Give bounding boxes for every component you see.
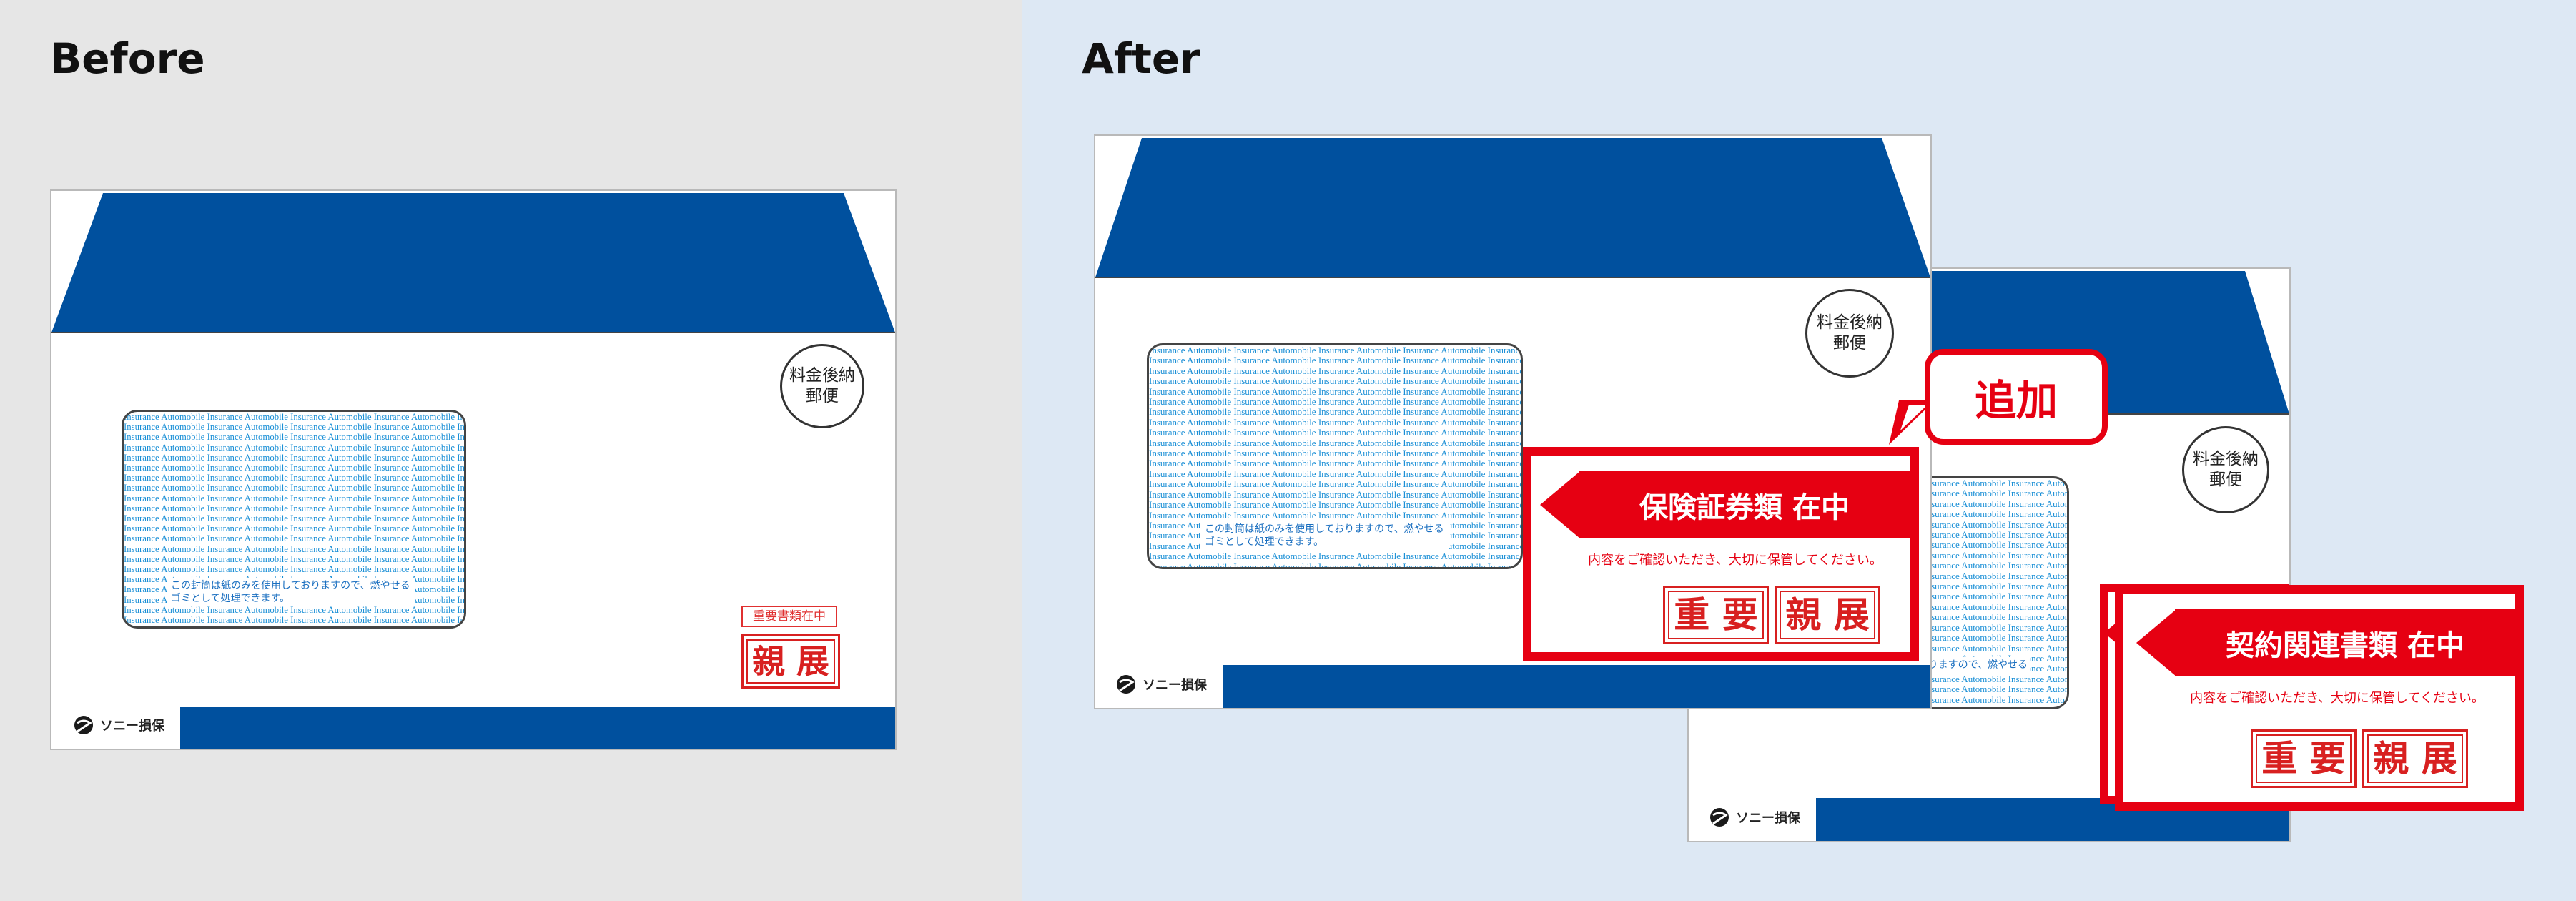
notice-instructions: 内容をご確認いただき、大切に保管してください。: [1588, 553, 1882, 568]
pattern-line: Insurance Automobile Insurance Automobil…: [124, 463, 464, 473]
pattern-line: Insurance Automobile Insurance Automobil…: [124, 513, 464, 524]
pattern-line: Insurance Automobile Insurance Automobil…: [1149, 478, 1521, 490]
logo-text: ソニー損保: [100, 719, 164, 734]
logo-swirl-icon: [74, 716, 93, 734]
before-panel: Before 料金後納 郵便 Insurance Automobile Insu…: [0, 0, 1022, 901]
pattern-line: Insurance Automobile Insurance Automobil…: [124, 452, 464, 463]
pattern-line: Insurance Automobile Insurance Automobil…: [124, 412, 464, 422]
confidential-box: 親 展: [741, 634, 840, 689]
stamp-line-2: 郵便: [1833, 334, 1866, 353]
address-window: Insurance Automobile Insurance Automobil…: [1147, 343, 1523, 569]
envelope-flap: [1095, 138, 1930, 278]
added-callout: 追加: [1925, 349, 2108, 445]
envelope-bottom-bar: [1223, 665, 1930, 708]
company-logo: ソニー損保: [1709, 807, 1800, 828]
envelope-bottom-bar: [180, 707, 895, 749]
notice-banner: 契約関連書類 在中: [2175, 609, 2515, 676]
logo-swirl-icon: [1710, 808, 1729, 827]
recycle-message: ておりますので、燃やせる: [1905, 657, 2031, 674]
pattern-line: Insurance Automobile Insurance Automobil…: [1149, 458, 1521, 469]
pattern-line: Insurance Automobile Insurance Automobil…: [1149, 427, 1521, 438]
envelope-policy-documents: 料金後納 郵便 Insurance Automobile Insurance A…: [1094, 134, 1932, 709]
stamp-line-2: 郵便: [806, 387, 839, 405]
stamp-line-1: 料金後納: [789, 366, 855, 385]
recycle-message-line-2: ゴミとして処理できます。: [171, 593, 290, 605]
pattern-line: Insurance Automobile Insurance Automobil…: [124, 533, 464, 544]
before-heading: Before: [50, 34, 205, 83]
pattern-line: Insurance Automobile Insurance Automobil…: [124, 625, 464, 626]
pattern-line: Insurance Automobile Insurance Automobil…: [124, 553, 464, 564]
banner-arrow: [2136, 609, 2176, 676]
notice-banner: 保険証券類 在中: [1579, 471, 1910, 538]
callout-pointer: [1889, 400, 1935, 445]
important-box: 重 要: [1663, 586, 1769, 644]
postage-stamp: 料金後納 郵便: [1805, 289, 1894, 378]
banner-arrow: [1540, 471, 1580, 538]
pattern-line: Insurance Automobile Insurance Automobil…: [1149, 468, 1521, 479]
company-logo: ソニー損保: [1115, 674, 1207, 695]
pattern-line: Insurance Automobile Insurance Automobil…: [1149, 385, 1521, 397]
pattern-line: Insurance Automobile Insurance Automobil…: [124, 604, 464, 615]
contract-notice-full: 契約関連書類 在中 内容をご確認いただき、大切に保管してください。 重 要 親 …: [2115, 585, 2524, 811]
pattern-line: Insurance Automobile Insurance Automobil…: [1149, 375, 1521, 387]
policy-documents-notice: 保険証券類 在中 内容をご確認いただき、大切に保管してください。 重 要 親 展: [1523, 447, 1919, 661]
pattern-line: Insurance Automobile Insurance Automobil…: [1149, 488, 1521, 500]
recycle-message-line-2: ゴミとして処理できます。: [1205, 536, 1324, 548]
recycle-message: この封筒は紙のみを使用しておりますので、燃やせる ゴミとして処理できます。: [1200, 521, 1449, 551]
company-logo: ソニー損保: [73, 714, 164, 736]
notice-instructions: 内容をご確認いただき、大切に保管してください。: [2190, 691, 2484, 706]
after-heading: After: [1082, 34, 1200, 83]
pattern-line: Insurance Automobile Insurance Automobil…: [124, 523, 464, 534]
pattern-line: Insurance Automobile Insurance Automobil…: [124, 473, 464, 483]
stamp-line-2: 郵便: [2209, 471, 2242, 489]
postage-stamp: 料金後納 郵便: [2182, 426, 2269, 513]
confidential-box: 親 展: [1775, 586, 1880, 644]
pattern-line: Insurance Automobile Insurance Automobil…: [1149, 499, 1521, 511]
pattern-line: Insurance Automobile Insurance Automobil…: [1149, 396, 1521, 408]
confidential-box: 親 展: [2362, 729, 2468, 788]
pattern-line: Insurance Automobile Insurance Automobil…: [124, 564, 464, 575]
stamp-line-1: 料金後納: [2193, 450, 2259, 469]
important-documents-label: 重要書類在中: [741, 606, 837, 627]
pattern-line: Insurance Automobile Insurance Automobil…: [1149, 448, 1521, 459]
envelope-flap: [51, 193, 895, 333]
pattern-line: Insurance Automobile Insurance Automobil…: [1149, 509, 1521, 521]
postage-stamp: 料金後納 郵便: [780, 344, 864, 428]
recycle-message-line-1: この封筒は紙のみを使用しておりますので、燃やせる: [171, 580, 410, 591]
logo-text: ソニー損保: [1143, 678, 1207, 693]
pattern-line: Insurance Automobile Insurance Automobil…: [124, 422, 464, 433]
recycle-message: この封筒は紙のみを使用しておりますので、燃やせる ゴミとして処理できます。: [167, 578, 415, 607]
recycle-message-line-1: この封筒は紙のみを使用しておりますので、燃やせる: [1205, 523, 1444, 535]
notice-title: 契約関連書類 在中: [2226, 629, 2464, 662]
pattern-line: Insurance Automobile Insurance Automobil…: [1149, 406, 1521, 418]
logo-text: ソニー損保: [1736, 811, 1800, 826]
pattern-line: Insurance Automobile Insurance Automobil…: [124, 493, 464, 503]
pattern-line: Insurance Automobile Insurance Automobil…: [1149, 365, 1521, 376]
after-panel: After 料金後納 郵便 Insurance Automobile Insur…: [1022, 0, 2576, 901]
pattern-line: Insurance Automobile Insurance Automobil…: [1149, 437, 1521, 448]
pattern-line: Insurance Automobile Insurance Automobil…: [1149, 551, 1521, 562]
pattern-line: Insurance Automobile Insurance Automobil…: [1149, 355, 1521, 366]
pattern-line: Insurance Automobile Insurance Automobil…: [124, 615, 464, 626]
before-envelope: 料金後納 郵便 Insurance Automobile Insurance A…: [50, 189, 897, 750]
pattern-line: Insurance Automobile Insurance Automobil…: [1149, 561, 1521, 567]
pattern-line: Insurance Automobile Insurance Automobil…: [124, 432, 464, 443]
pattern-line: Insurance Automobile Insurance Automobil…: [1149, 345, 1521, 355]
pattern-line: Insurance Automobile Insurance Automobil…: [1149, 416, 1521, 428]
important-box: 重 要: [2251, 729, 2357, 788]
stamp-line-1: 料金後納: [1817, 313, 1882, 333]
notice-title: 保険証券類 在中: [1639, 491, 1850, 524]
pattern-line: Insurance Automobile Insurance Automobil…: [124, 543, 464, 554]
pattern-line: Insurance Automobile Insurance Automobil…: [124, 503, 464, 513]
logo-swirl-icon: [1117, 675, 1135, 694]
pattern-line: Insurance Automobile Insurance Automobil…: [124, 442, 464, 453]
pattern-line: Insurance Automobile Insurance Automobil…: [124, 483, 464, 493]
address-window: Insurance Automobile Insurance Automobil…: [122, 410, 466, 629]
